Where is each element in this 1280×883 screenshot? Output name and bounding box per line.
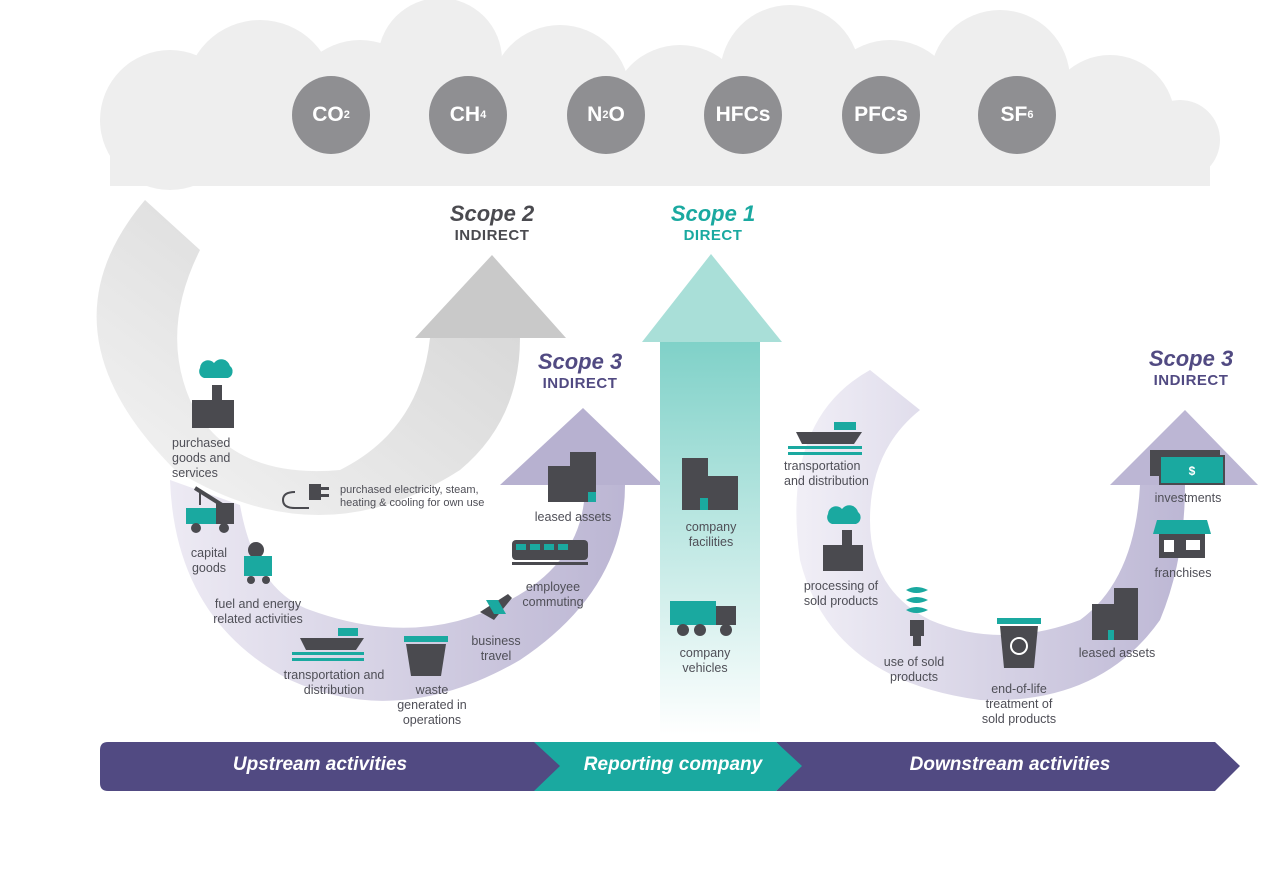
- band-downstream: [776, 742, 1240, 791]
- money-icon: $: [1150, 450, 1225, 485]
- gas-hfcs: HFCs: [704, 76, 782, 154]
- scope2-arrowhead: [415, 255, 566, 338]
- recycle-bin-icon: [997, 618, 1041, 668]
- gas-label: CH: [449, 103, 481, 126]
- scope3-down-heading: Scope 3 INDIRECT: [1136, 346, 1246, 390]
- building-icon-downstream: [1092, 588, 1138, 640]
- label-business-travel: business travel: [471, 634, 521, 663]
- label-franchises: franchises: [1154, 566, 1212, 580]
- scope3-up-subtitle: INDIRECT: [542, 375, 618, 392]
- coal-cart-icon: [244, 542, 272, 584]
- gas-label: N: [587, 103, 603, 126]
- label-end-of-life: end-of-life treatment of sold products: [981, 682, 1057, 726]
- scope2-heading: Scope 2 INDIRECT: [437, 201, 547, 245]
- gas-pfcs: PFCs: [842, 76, 920, 154]
- storefront-icon: [1153, 520, 1211, 558]
- label-transport-upstream: transportation and distribution: [283, 668, 385, 697]
- label-fuel-energy: fuel and energy related activities: [213, 597, 303, 626]
- scope2-arc: [96, 200, 520, 515]
- ship-icon-downstream: [788, 422, 862, 455]
- gas-label: HFCs: [715, 103, 771, 126]
- scope3-down-subtitle: INDIRECT: [1153, 372, 1229, 389]
- band-upstream-label: Upstream activities: [232, 754, 408, 775]
- label-leased-assets-upstream: leased assets: [534, 510, 612, 524]
- band-reporting-label: Reporting company: [583, 754, 763, 775]
- delivery-truck-icon: [670, 601, 736, 636]
- gas-label-tail: O: [608, 103, 625, 126]
- scope3-down-title: Scope 3: [1148, 346, 1234, 371]
- scope3-down-arc: [796, 370, 1185, 701]
- scope1-subtitle: DIRECT: [683, 227, 743, 244]
- gas-label: PFCs: [854, 103, 908, 126]
- band-upstream: [100, 742, 566, 791]
- ship-icon: [292, 628, 364, 661]
- scope1-heading: Scope 1 DIRECT: [658, 201, 768, 245]
- label-company-vehicles: company vehicles: [679, 646, 731, 675]
- scope3-up-arc: [170, 480, 625, 701]
- cloud-band: [100, 0, 1220, 190]
- scope3-up-title: Scope 3: [537, 349, 623, 374]
- dumpster-icon: [404, 636, 448, 676]
- label-leased-assets-downstream: leased assets: [1078, 646, 1156, 660]
- label-transport-downstream: transportation and distribution: [784, 459, 869, 488]
- label-capital-goods: capital goods: [190, 546, 228, 575]
- label-purchased-goods: purchased goods and services: [172, 436, 231, 480]
- label-scope2-item: purchased electricity, steam, heating & …: [340, 484, 485, 509]
- label-processing: processing of sold products: [803, 579, 879, 608]
- band-reporting: [534, 742, 802, 791]
- label-waste: waste generated in operations: [397, 683, 467, 727]
- crane-truck-icon: [186, 486, 234, 533]
- scope1-title: Scope 1: [670, 201, 756, 226]
- label-company-facilities: company facilities: [685, 520, 737, 549]
- building-icon-upstream: [548, 452, 596, 502]
- light-bulb-icon: [906, 587, 928, 646]
- factory-icon: [192, 359, 234, 428]
- band-downstream-label: Downstream activities: [909, 754, 1111, 775]
- scope3-up-heading: Scope 3 INDIRECT: [525, 349, 635, 393]
- scope2-title: Scope 2: [449, 201, 535, 226]
- scope3-up-arrowhead: [500, 408, 663, 485]
- svg-text:$: $: [1189, 464, 1196, 478]
- plug-icon: [281, 484, 329, 509]
- scope1-arrowhead: [642, 254, 782, 342]
- label-commuting: employee commuting: [522, 580, 584, 609]
- scope1-shaft: [660, 340, 760, 735]
- train-icon: [512, 540, 588, 565]
- airplane-icon: [480, 594, 512, 620]
- company-building-icon: [682, 458, 738, 510]
- label-use-of-sold: use of sold products: [883, 655, 945, 684]
- gas-label: CO: [312, 103, 344, 126]
- gas-label: SF: [1000, 103, 1028, 126]
- label-investments: investments: [1154, 491, 1222, 505]
- factory-icon-downstream: [823, 505, 863, 571]
- scope2-subtitle: INDIRECT: [454, 227, 530, 244]
